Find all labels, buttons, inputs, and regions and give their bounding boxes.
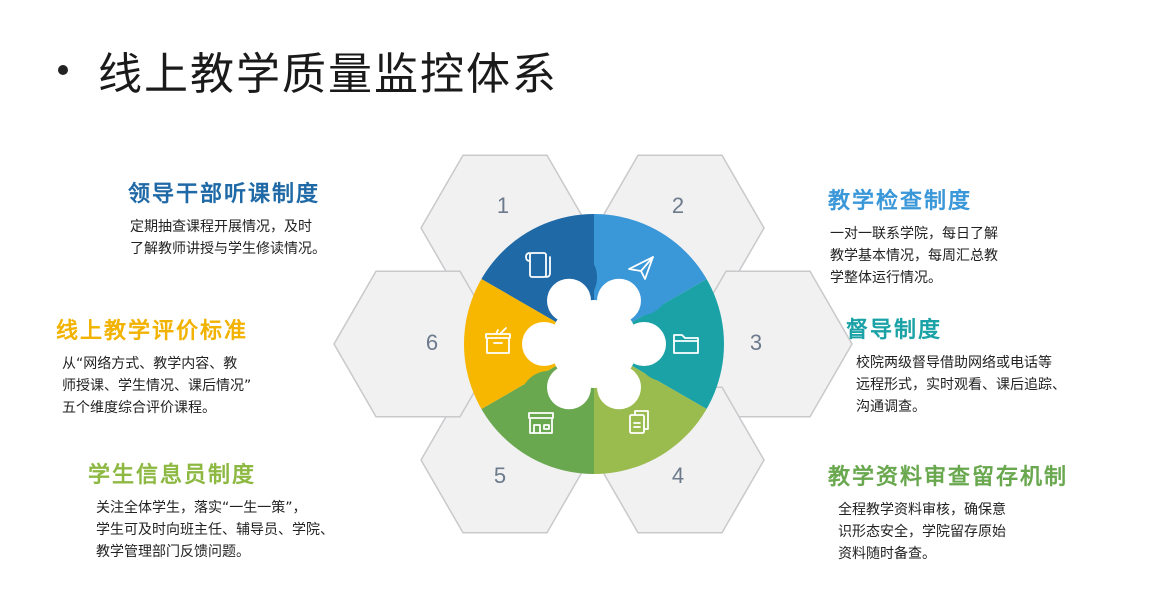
item-5-desc: 关注全体学生，落实“一生一策”， 学生可及时向班主任、辅导员、学院、 教学管理部… bbox=[96, 497, 334, 563]
item-6-desc: 从“网络方式、教学内容、教 师授课、学生情况、课后情况” 五个维度综合评价课程。 bbox=[62, 353, 251, 419]
petal-number-2: 2 bbox=[672, 193, 684, 218]
center-notch bbox=[597, 278, 641, 323]
item-3-line-2: 远程形式，实时观看、课后追踪、 bbox=[856, 377, 1066, 393]
scroll-icon bbox=[525, 252, 551, 278]
item-5-line-3: 教学管理部门反馈问题。 bbox=[96, 544, 250, 560]
item-5-student-informant: 学生信息员制度 关注全体学生，落实“一生一策”， 学生可及时向班主任、辅导员、学… bbox=[88, 457, 334, 563]
petal-number-1: 1 bbox=[497, 193, 509, 218]
storefront-icon bbox=[528, 412, 554, 434]
center-notch bbox=[522, 322, 566, 366]
item-4-line-1: 全程教学资料审核，确保意 bbox=[838, 502, 1006, 518]
folder-icon bbox=[673, 334, 699, 354]
item-3-line-1: 校院两级督导借助网络或电话等 bbox=[856, 355, 1052, 371]
item-6-evaluation-standard: 线上教学评价标准 从“网络方式、教学内容、教 师授课、学生情况、课后情况” 五个… bbox=[56, 313, 251, 419]
center-notch bbox=[622, 322, 666, 366]
item-5-line-2: 学生可及时向班主任、辅导员、学院、 bbox=[96, 522, 334, 538]
item-4-line-2: 识形态安全，学院留存原始 bbox=[838, 524, 1006, 540]
item-3-line-3: 沟通调查。 bbox=[856, 399, 926, 415]
title-row: 线上教学质量监控体系 bbox=[58, 38, 558, 102]
petal-number-4: 4 bbox=[672, 463, 684, 488]
paper-plane-icon bbox=[628, 256, 654, 280]
item-4-line-3: 资料随时备查。 bbox=[838, 546, 936, 562]
item-2-title: 教学检查制度 bbox=[828, 189, 973, 214]
item-2-line-3: 学整体运行情况。 bbox=[830, 270, 942, 286]
item-6-title: 线上教学评价标准 bbox=[56, 319, 249, 344]
item-3-title: 督导制度 bbox=[846, 318, 943, 343]
center-notch bbox=[597, 365, 641, 410]
documents-icon bbox=[629, 410, 649, 434]
item-4-desc: 全程教学资料审核，确保意 识形态安全，学院留存原始 资料随时备查。 bbox=[838, 499, 1068, 565]
item-2-desc: 一对一联系学院，每日了解 教学基本情况，每周汇总教 学整体运行情况。 bbox=[830, 223, 998, 289]
item-1-line-2: 了解教师讲授与学生修读情况。 bbox=[130, 241, 326, 257]
item-1-leader-lecture: 领导干部听课制度 定期抽查课程开展情况，及时 了解教师讲授与学生修读情况。 bbox=[128, 176, 326, 260]
item-3-supervision: 督导制度 校院两级督导借助网络或电话等 远程形式，实时观看、课后追踪、 沟通调查… bbox=[846, 312, 1066, 418]
item-6-line-2: 师授课、学生情况、课后情况” bbox=[62, 378, 252, 394]
item-5-title: 学生信息员制度 bbox=[88, 463, 257, 488]
item-6-line-3: 五个维度综合评价课程。 bbox=[62, 400, 216, 416]
center-notch bbox=[547, 365, 591, 410]
page-title: 线上教学质量监控体系 bbox=[98, 49, 558, 100]
item-4-title: 教学资料审查留存机制 bbox=[828, 465, 1069, 490]
item-2-line-2: 教学基本情况，每周汇总教 bbox=[830, 248, 998, 264]
hexagon-6 bbox=[333, 270, 503, 418]
item-4-materials-review: 教学资料审查留存机制 全程教学资料审核，确保意 识形态安全，学院留存原始 资料随… bbox=[828, 459, 1068, 565]
item-2-teaching-inspection: 教学检查制度 一对一联系学院，每日了解 教学基本情况，每周汇总教 学整体运行情况… bbox=[828, 183, 998, 289]
item-2-line-1: 一对一联系学院，每日了解 bbox=[830, 226, 998, 242]
item-5-line-1: 关注全体学生，落实“一生一策”， bbox=[96, 500, 307, 516]
item-1-desc: 定期抽查课程开展情况，及时 了解教师讲授与学生修读情况。 bbox=[130, 216, 326, 260]
box-icon bbox=[485, 327, 511, 354]
item-1-title: 领导干部听课制度 bbox=[128, 182, 321, 207]
item-1-line-1: 定期抽查课程开展情况，及时 bbox=[130, 219, 312, 235]
bullet-dot bbox=[58, 65, 68, 75]
item-6-line-1: 从“网络方式、教学内容、教 bbox=[62, 356, 238, 372]
petal-number-6: 6 bbox=[426, 330, 438, 355]
petal-number-5: 5 bbox=[494, 463, 506, 488]
petal-number-3: 3 bbox=[750, 330, 762, 355]
item-3-desc: 校院两级督导借助网络或电话等 远程形式，实时观看、课后追踪、 沟通调查。 bbox=[856, 352, 1066, 418]
center-notch bbox=[547, 278, 591, 323]
